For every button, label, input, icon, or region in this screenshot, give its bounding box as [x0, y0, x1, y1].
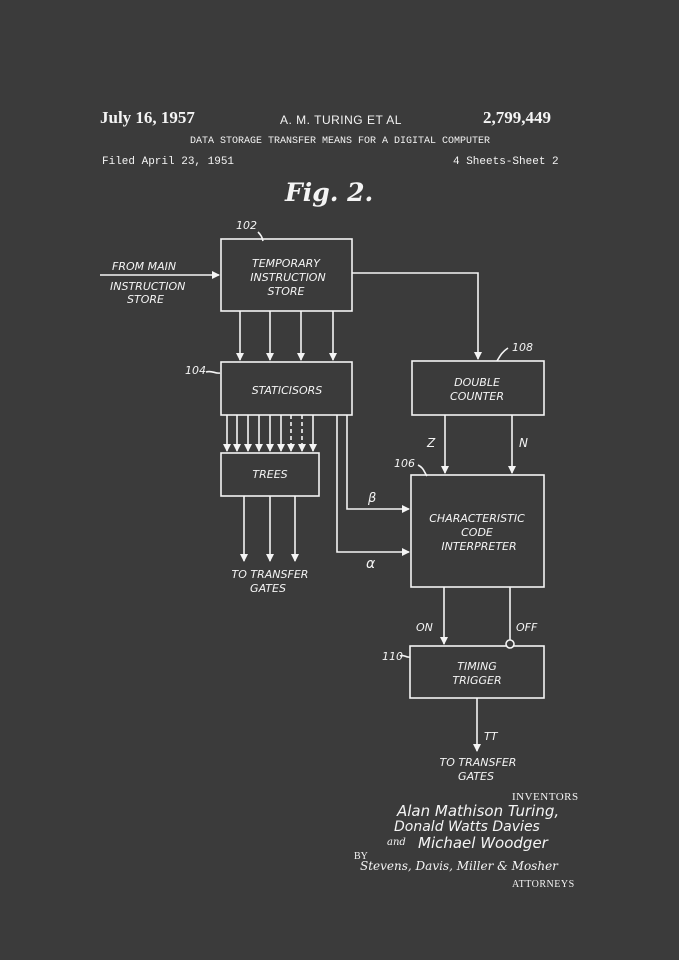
signal-alpha: α [366, 556, 376, 572]
signal-beta: β [367, 491, 376, 506]
store-to-counter-line [352, 272, 482, 360]
filed-date: Filed April 23, 1951 [102, 156, 235, 168]
ref-106: 106 [394, 457, 415, 470]
double-counter-label-2: COUNTER [450, 390, 504, 403]
ref-leader [417, 464, 428, 477]
trees-label: TREES [252, 468, 287, 481]
trees-output-label-1: TO TRANSFER [232, 568, 309, 581]
inventors-and: and [387, 837, 406, 848]
interpreter-block [410, 474, 545, 588]
signal-tt: TT [484, 730, 499, 743]
temp-store-label-2: INSTRUCTION [250, 271, 325, 284]
signal-on: ON [416, 621, 433, 634]
sheet-count: 4 Sheets-Sheet 2 [453, 156, 559, 168]
input-label-line-1: FROM MAIN [112, 260, 176, 273]
by-label: BY [354, 851, 368, 862]
ref-leader [205, 370, 221, 374]
trees-output-label-2: GATES [250, 582, 286, 595]
figure-title: Fig. 2. [285, 178, 374, 207]
patent-title: DATA STORAGE TRANSFER MEANS FOR A DIGITA… [190, 136, 491, 147]
patent-number: 2,799,449 [483, 108, 551, 127]
trigger-output-label-1: TO TRANSFER [440, 756, 517, 769]
timing-trigger-label-2: TRIGGER [452, 674, 501, 687]
inventor-1-signature: Alan Mathison Turing, [397, 802, 560, 820]
temp-store-label-1: TEMPORARY [252, 257, 321, 270]
inventors-heading: INVENTORS [512, 791, 579, 803]
inventor-3-signature: Michael Woodger [418, 834, 548, 852]
input-label-line-3: STORE [127, 293, 164, 306]
temp-store-label-3: STORE [268, 285, 305, 298]
temp-instruction-store-block [220, 238, 353, 312]
ref-102: 102 [236, 219, 257, 232]
ref-108: 108 [512, 341, 533, 354]
trigger-output-label-2: GATES [458, 770, 494, 783]
ref-104: 104 [185, 364, 206, 377]
double-counter-block [411, 360, 545, 416]
beta-line [346, 415, 410, 513]
interpreter-label-1: CHARACTERISTIC [429, 512, 525, 525]
ref-110: 110 [382, 650, 403, 663]
input-label-line-2: INSTRUCTION [110, 280, 185, 293]
alpha-line [336, 415, 410, 556]
interpreter-label-3: INTERPRETER [441, 540, 516, 553]
signal-n: N [519, 436, 528, 450]
ref-leader [496, 347, 509, 362]
attorneys-signature: Stevens, Davis, Miller & Mosher [360, 859, 558, 873]
double-counter-label-1: DOUBLE [454, 376, 500, 389]
staticisors-block [220, 361, 353, 416]
staticisors-label: STATICISORS [252, 384, 323, 397]
patent-date: July 16, 1957 [100, 108, 195, 127]
inventor-2-signature: Donald Watts Davies [394, 819, 540, 835]
inventor-short: A. M. TURING ET AL [280, 113, 402, 127]
signal-z: Z [426, 436, 436, 450]
interpreter-label-2: CODE [461, 526, 493, 539]
ref-leader [257, 231, 264, 242]
attorneys-heading: ATTORNEYS [512, 879, 575, 890]
timing-trigger-label-1: TIMING [457, 660, 496, 673]
ref-leader [399, 654, 411, 658]
signal-off: OFF [516, 621, 538, 634]
inverter-circle [505, 639, 515, 649]
